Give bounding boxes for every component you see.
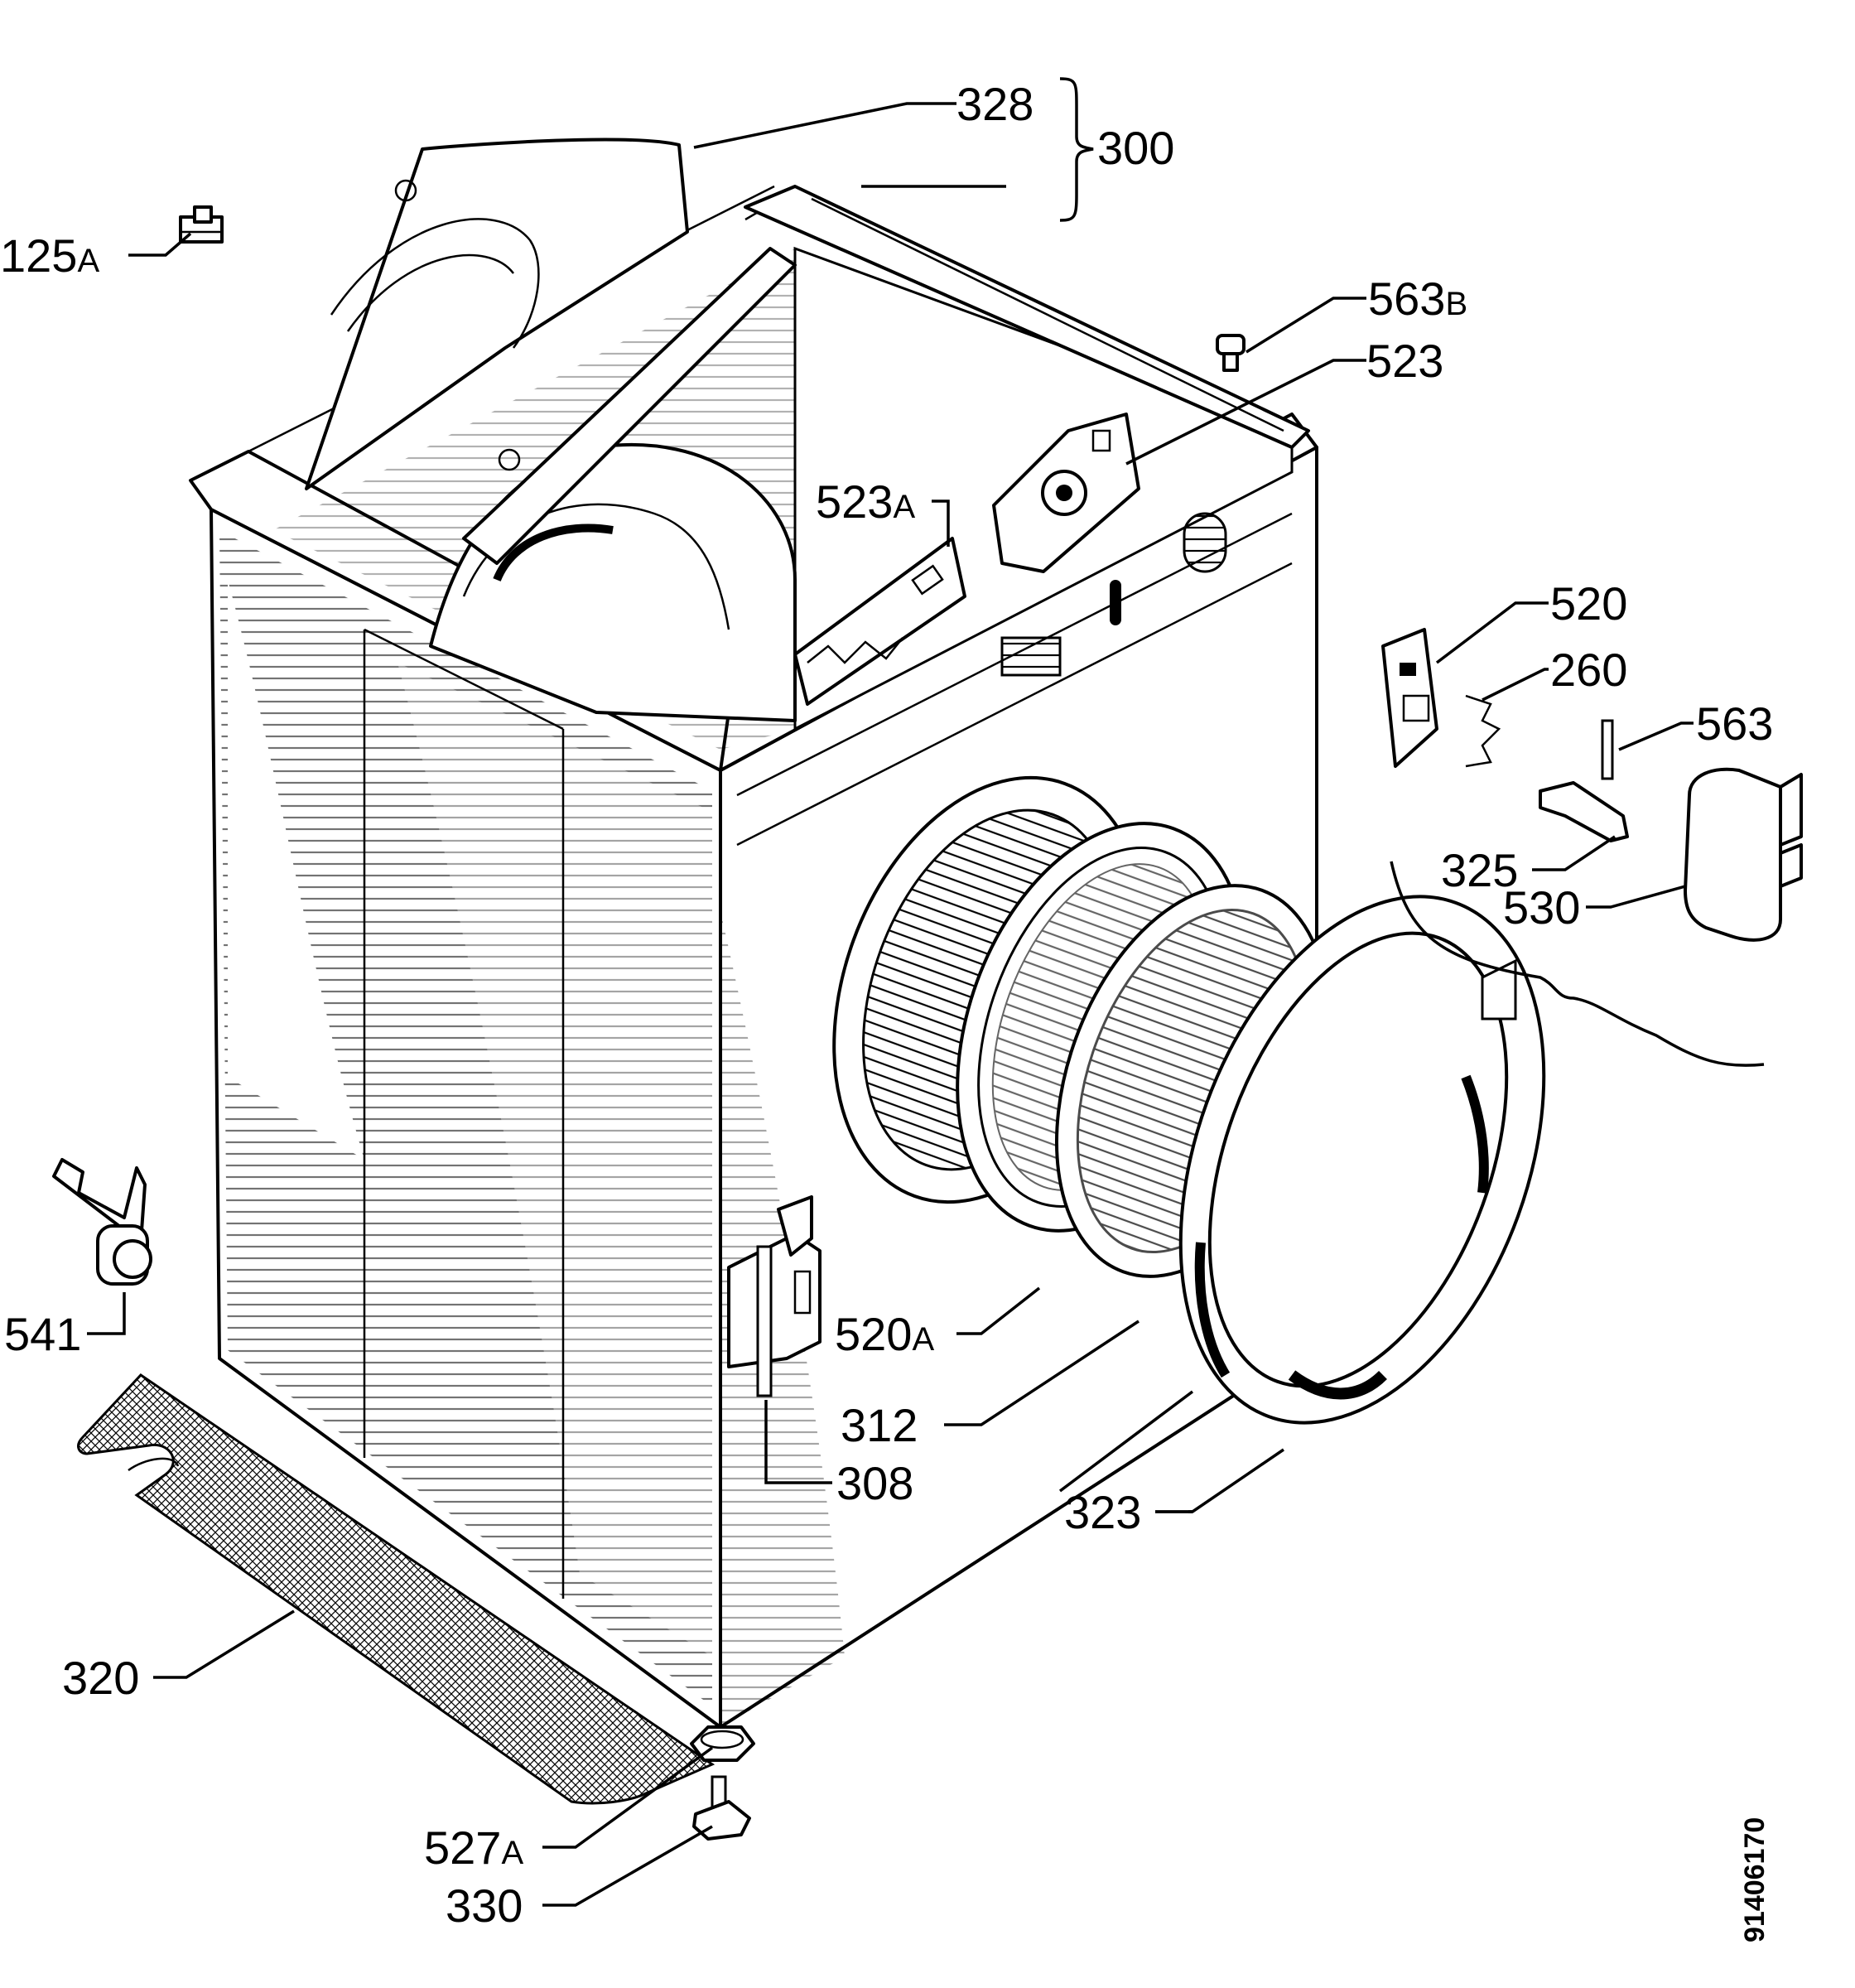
- door-frame-ring: [1178, 895, 1546, 1425]
- tub-suspension-frame: [305, 138, 797, 722]
- leader-lines: [87, 77, 1765, 1907]
- document-number: 91406170: [1739, 1817, 1771, 1942]
- part-523a-plate: [793, 537, 966, 706]
- callout-312: 312: [841, 1399, 918, 1451]
- part-330-foot: [692, 1775, 751, 1841]
- callout-325: 325: [1441, 844, 1518, 896]
- callout-328: 328: [956, 78, 1034, 130]
- callout-320: 320: [62, 1652, 139, 1704]
- callout-520a: 520A: [835, 1308, 934, 1360]
- callout-527a: 527A: [424, 1822, 523, 1874]
- part-260-spring: [1465, 694, 1501, 768]
- top-rail-328: [744, 185, 1310, 449]
- part-325-catch: [1539, 781, 1629, 842]
- part-530-cover: [1684, 767, 1803, 942]
- part-320-base-plate: [77, 1373, 716, 1805]
- callout-530: 530: [1503, 881, 1580, 934]
- callout-541: 541: [4, 1308, 81, 1360]
- callout-523a: 523A: [816, 475, 915, 528]
- callout-323: 323: [1064, 1486, 1141, 1538]
- callout-563b: 563B: [1368, 273, 1467, 325]
- callout-300: 300: [1097, 122, 1174, 174]
- part-563-pin: [1601, 719, 1614, 780]
- part-308-hinge: [727, 1195, 822, 1397]
- part-520-door-lock: [1381, 628, 1438, 768]
- callout-260: 260: [1550, 644, 1627, 696]
- part-523-lock-bracket: [992, 413, 1140, 573]
- callout-125a: 125A: [0, 229, 99, 282]
- callout-563: 563: [1696, 697, 1773, 750]
- part-541-valve-bracket: [52, 1158, 152, 1286]
- callout-520: 520: [1550, 577, 1627, 630]
- callout-330: 330: [446, 1879, 523, 1932]
- callout-523: 523: [1366, 335, 1443, 387]
- part-563b-plug: [1216, 334, 1246, 372]
- callout-308: 308: [836, 1457, 913, 1509]
- callout-labels: 328 300 125A 563B 523 523A 520 260 563 3…: [0, 78, 1773, 1932]
